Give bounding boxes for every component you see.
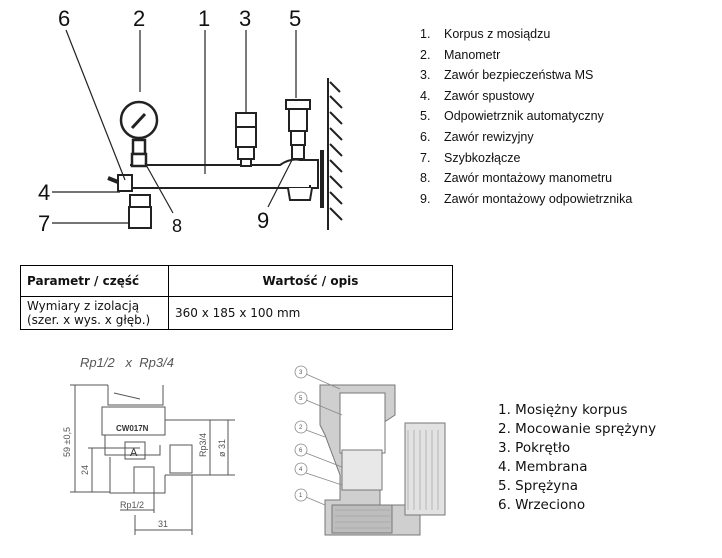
- legend-num: 6.: [420, 129, 431, 144]
- callout-8: 8: [172, 216, 182, 236]
- legend-item: 1. Korpus z mosiądzu: [420, 24, 632, 45]
- callout-4: 4: [38, 180, 50, 205]
- legend-item: 2. Manometr: [420, 45, 632, 66]
- legend-label: Korpus z mosiądzu: [444, 27, 551, 41]
- legend-item: 5. Sprężyna: [498, 478, 579, 494]
- legend-item: 1. Mosiężny korpus: [498, 402, 628, 418]
- legend-item: 3. Pokrętło: [498, 440, 571, 456]
- legend-item: 4. Zawór spustowy: [420, 86, 632, 107]
- thread-size-title: Rp1/2 x Rp3/4: [80, 355, 174, 370]
- legend-label: Zawór montażowy odpowietrznika: [444, 191, 633, 206]
- spec-table: Parametr / część Wartość / opis Wymiary …: [20, 265, 453, 330]
- dim-diameter: ø 31: [217, 439, 227, 457]
- drain-valve: [107, 174, 152, 229]
- section-callout-4: 4: [299, 467, 303, 473]
- legend-item: 2. Mocowanie sprężyny: [498, 421, 657, 437]
- callout-6: 6: [58, 6, 70, 31]
- legend-item: 7. Szybkozłącze: [420, 148, 632, 169]
- cell-parameter: Wymiary z izolacją(szer. x wys. x głęb.): [20, 296, 169, 330]
- legend-label: Zawór rewizyjny: [444, 129, 534, 144]
- legend-item: 4. Membrana: [498, 459, 588, 475]
- callout-leaders: [52, 29, 297, 224]
- legend-num: 4.: [420, 88, 431, 103]
- manifold-assembly-diagram: 6 2 1 3 5 4 7 8 9: [38, 6, 343, 236]
- manometer: [119, 100, 159, 168]
- legend-item: 6. Wrzeciono: [498, 497, 586, 513]
- legend-item: 5. Odpowietrznik automatyczny: [420, 106, 632, 127]
- legend-label: Manometr: [444, 47, 501, 62]
- dim-height: 59 ±0,5: [62, 427, 72, 457]
- table-row: Wymiary z izolacją(szer. x wys. x głęb.)…: [20, 296, 453, 330]
- param-line2: (szer. x wys. x głęb.): [27, 313, 151, 327]
- cell-value: 360 x 185 x 100 mm: [168, 296, 453, 330]
- air-vent: [285, 99, 311, 160]
- section-callout-6: 6: [299, 448, 303, 454]
- valve-marking: CW017N: [116, 424, 149, 433]
- legend-num: 2.: [420, 47, 431, 62]
- wall-hatch: [327, 78, 343, 230]
- legend-num: 5.: [420, 109, 431, 124]
- dim-thread-side: Rp3/4: [198, 433, 208, 457]
- table-header-row: Parametr / część Wartość / opis: [20, 265, 453, 297]
- legend-label: Szybkozłącze: [444, 150, 521, 165]
- section-callout-3: 3: [299, 370, 303, 376]
- brass-body: [130, 158, 319, 201]
- callout-7: 7: [38, 211, 50, 236]
- legend-item: 3. Zawór bezpieczeństwa MS: [420, 65, 632, 86]
- section-callouts: 3 5 2 6 4 1: [294, 365, 308, 502]
- section-legend: 1. Mosiężny korpus 2. Mocowanie sprężyny…: [498, 401, 656, 515]
- legend-num: 8.: [420, 171, 431, 186]
- parts-legend: 1. Korpus z mosiądzu 2. Manometr 3. Zawór b…: [420, 24, 632, 209]
- callout-9: 9: [257, 208, 269, 233]
- safety-valve-section-drawing: 3 5 2 6 4 1: [294, 365, 446, 536]
- callout-2: 2: [133, 6, 145, 31]
- dim-inner-height: 24: [80, 465, 90, 475]
- legend-num: 3.: [420, 68, 431, 83]
- legend-label: Odpowietrznik automatyczny: [444, 109, 604, 124]
- valve-symbol: A: [130, 447, 138, 459]
- callout-1: 1: [198, 6, 210, 31]
- legend-item: 6. Zawór rewizyjny: [420, 127, 632, 148]
- callout-5: 5: [289, 6, 301, 31]
- legend-item: 9. Zawór montażowy odpowietrznika: [420, 189, 632, 210]
- legend-item: 8. Zawór montażowy manometru: [420, 168, 632, 189]
- safety-valve: [235, 112, 257, 167]
- section-callout-2: 2: [299, 425, 303, 431]
- param-line1: Wymiary z izolacją: [27, 299, 140, 313]
- header-parameter: Parametr / część: [20, 265, 169, 297]
- legend-label: Zawór spustowy: [444, 88, 535, 103]
- dim-thread-bottom: Rp1/2: [120, 500, 144, 510]
- legend-num: 1.: [420, 27, 431, 41]
- safety-valve-dimension-drawing: Rp1/2 x Rp3/4 CW017N A 59 ±0,5 24 Rp3/4 …: [62, 355, 235, 535]
- callout-3: 3: [239, 6, 251, 31]
- legend-label: Zawór bezpieczeństwa MS: [444, 68, 594, 83]
- section-callout-5: 5: [299, 396, 303, 402]
- legend-num: 9.: [420, 191, 431, 206]
- legend-label: Zawór montażowy manometru: [444, 171, 613, 186]
- dim-width: 31: [158, 519, 168, 529]
- header-value: Wartość / opis: [168, 265, 453, 297]
- legend-num: 7.: [420, 150, 431, 165]
- section-callout-1: 1: [299, 493, 303, 499]
